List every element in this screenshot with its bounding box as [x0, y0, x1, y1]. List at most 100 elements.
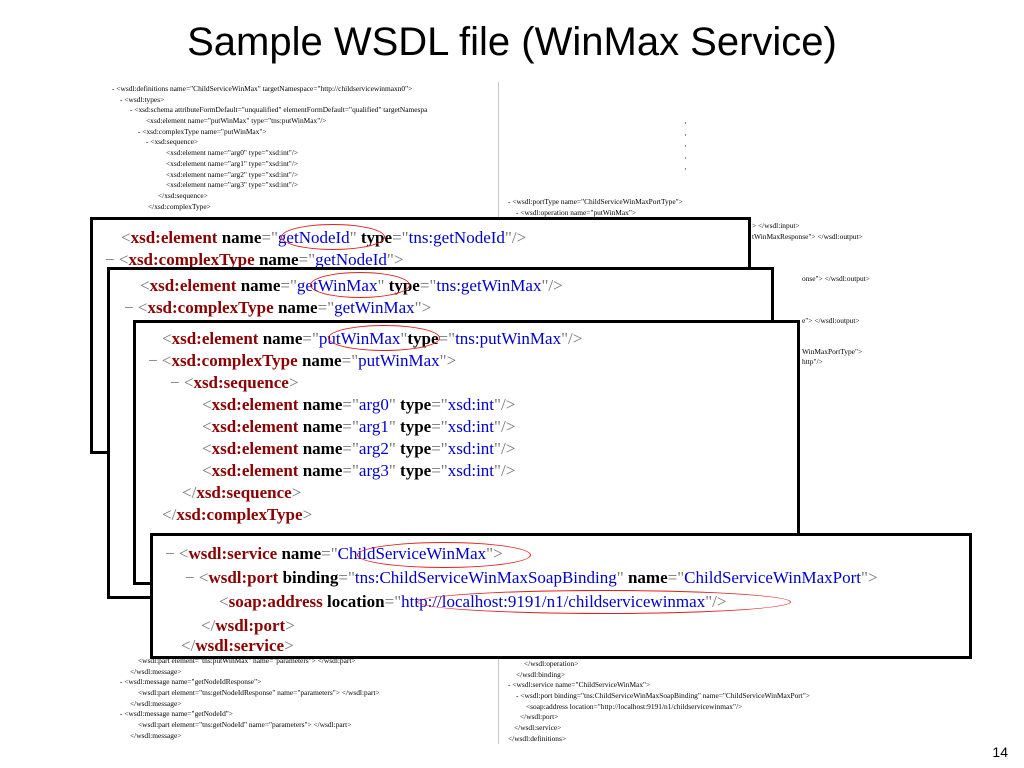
- background-wsdl-right-edge: > </wsdl:input> tWinMaxResponse"> </wsdl…: [752, 221, 902, 381]
- code-token: name: [254, 250, 299, 269]
- code-token: tns:ChildServiceWinMaxSoapBinding: [354, 568, 617, 587]
- code-token: name: [273, 298, 318, 317]
- collapse-marker[interactable]: −: [185, 568, 199, 587]
- code-token: xsd:sequence: [193, 373, 289, 392]
- code-token: =": [338, 568, 355, 587]
- code-token: =": [261, 228, 278, 247]
- code-line: tWinMaxResponse"> </wsdl:output>: [752, 231, 863, 241]
- code-token: putWinMax: [358, 351, 440, 370]
- highlight-oval: [328, 325, 440, 351]
- code-token: tns:putWinMax: [455, 329, 562, 348]
- code-token: tns:getWinMax: [436, 276, 542, 295]
- code-line: − <wsdl:port binding="tns:ChildServiceWi…: [185, 568, 878, 588]
- code-token: >: [288, 373, 299, 392]
- code-token: name: [298, 461, 343, 480]
- code-token: <: [137, 298, 148, 317]
- code-token: location: [322, 592, 385, 611]
- code-token: </: [162, 505, 177, 524]
- code-token: xsd:int: [447, 417, 495, 436]
- code-token: name: [298, 417, 343, 436]
- code-token: "/>: [494, 417, 516, 436]
- code-token: binding: [278, 568, 339, 587]
- code-token: type: [395, 395, 432, 414]
- highlight-oval: [281, 224, 385, 250]
- collapse-marker[interactable]: −: [105, 250, 119, 269]
- code-token: type: [395, 461, 432, 480]
- highlight-oval: [357, 542, 531, 568]
- code-line: </xsd:sequence>: [158, 190, 208, 200]
- code-token: <: [121, 228, 131, 247]
- code-token: soap:address: [228, 592, 323, 611]
- code-token: =": [317, 298, 335, 317]
- code-token: name: [298, 439, 343, 458]
- code-line: - <wsdl:definitions name="ChildServiceWi…: [112, 84, 413, 93]
- code-token: <: [140, 276, 150, 295]
- code-line: <xsd:element name="arg1" type="xsd:int"/…: [202, 417, 515, 437]
- code-token: <: [202, 461, 212, 480]
- code-token: ": [388, 461, 396, 480]
- code-token: <: [118, 250, 129, 269]
- code-token: =": [384, 592, 402, 611]
- code-line: </xsd:complexType>: [148, 201, 211, 211]
- code-token: <: [202, 417, 212, 436]
- code-line: - <xsd:schema attributeFormDefault="unqu…: [130, 105, 428, 115]
- background-wsdl-bottom-left: <wsdl:part element="tns:putWinMax" name=…: [112, 656, 498, 748]
- code-line: - <wsdl:types>: [120, 94, 165, 104]
- collapse-marker[interactable]: −: [170, 373, 184, 392]
- code-token: =": [431, 439, 448, 458]
- code-token: <: [202, 395, 212, 414]
- code-line: − <xsd:sequence>: [170, 373, 298, 393]
- code-token: getWinMax: [334, 298, 415, 317]
- slide-title: Sample WSDL file (WinMax Service): [187, 20, 837, 64]
- code-token: xsd:complexType: [171, 351, 298, 370]
- code-line: </wsdl:operation>: [524, 659, 579, 668]
- code-token: <: [202, 439, 212, 458]
- code-line: WinMaxPortType">: [802, 346, 863, 356]
- code-token: name: [217, 228, 262, 247]
- background-wsdl-bottom-right: </wsdl:operation> </wsdl:binding> - <wsd…: [508, 659, 938, 749]
- code-line: − <xsd:complexType name="getNodeId">: [105, 250, 403, 270]
- code-line: </wsdl:message>: [130, 666, 182, 676]
- code-token: "/>: [494, 439, 516, 458]
- code-token: "/>: [561, 329, 583, 348]
- code-token: =": [431, 395, 448, 414]
- code-line: <soap:address location="http://localhost…: [526, 701, 743, 711]
- code-token: <: [198, 568, 209, 587]
- ellipsis-dots: · · · · ·: [684, 118, 687, 174]
- code-token: "/>: [494, 461, 516, 480]
- code-line: <xsd:element name="putWinMax" type="tns:…: [146, 116, 327, 126]
- code-line: > </wsdl:input>: [752, 221, 800, 230]
- code-token: ": [388, 395, 396, 414]
- code-token: ChildServiceWinMaxPort: [684, 568, 862, 587]
- code-line: - <wsdl:message name="getNodeIdResponse"…: [120, 677, 262, 687]
- code-line: </wsdl:port>: [201, 616, 295, 636]
- code-line: </wsdl:service>: [514, 723, 562, 733]
- collapse-marker[interactable]: −: [124, 298, 138, 317]
- code-line: </xsd:complexType>: [162, 505, 312, 525]
- code-token: =": [321, 544, 338, 563]
- collapse-marker[interactable]: −: [148, 351, 162, 370]
- highlight-oval: [417, 590, 791, 614]
- code-token: name: [298, 395, 343, 414]
- code-token: >: [302, 505, 313, 524]
- collapse-marker[interactable]: −: [165, 544, 179, 563]
- code-token: =": [392, 228, 409, 247]
- page-number: 14: [992, 744, 1008, 760]
- code-token: >: [284, 636, 294, 655]
- code-token: arg0: [358, 395, 389, 414]
- code-token: xsd:element: [149, 276, 237, 295]
- code-token: xsd:complexType: [147, 298, 274, 317]
- code-line: - <wsdl:portType name="ChildServiceWinMa…: [508, 197, 683, 206]
- code-line: http"/>: [802, 357, 823, 367]
- code-token: xsd:complexType: [128, 250, 255, 269]
- code-token: =": [342, 417, 359, 436]
- code-token: ">: [414, 298, 432, 317]
- code-token: type: [395, 439, 432, 458]
- code-token: xsd:element: [211, 439, 299, 458]
- code-token: <: [178, 544, 189, 563]
- code-line: - <wsdl:message name="getNodeId">: [120, 709, 233, 719]
- code-token: xsd:complexType: [176, 505, 303, 524]
- code-line: onse"> </wsdl:output>: [802, 274, 870, 284]
- code-token: </: [182, 483, 197, 502]
- code-token: xsd:element: [211, 461, 299, 480]
